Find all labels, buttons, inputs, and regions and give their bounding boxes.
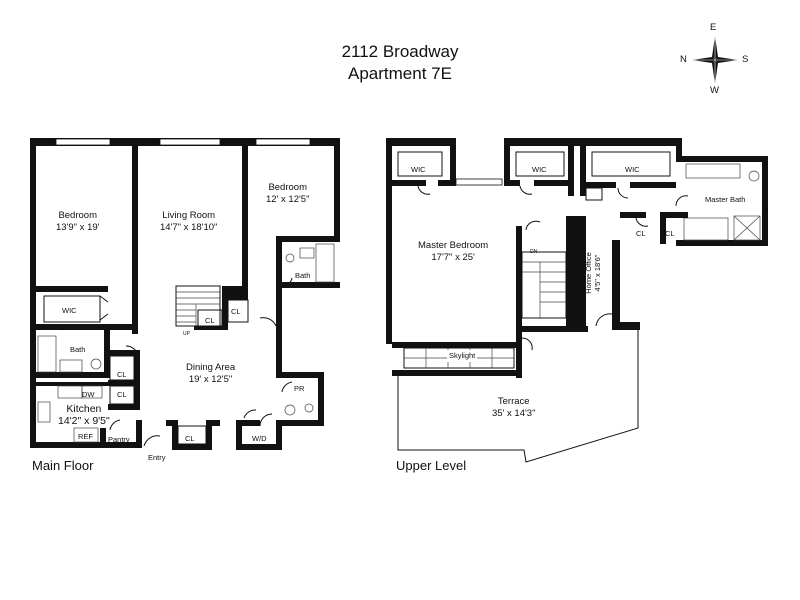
- closet-upper-1-label: CL: [636, 229, 646, 238]
- compass-east-label: E: [710, 22, 717, 33]
- wic-1-label: WIC: [411, 165, 426, 174]
- wic-2-label: WIC: [532, 165, 547, 174]
- closet-hall-label: CL: [117, 370, 127, 379]
- skylight-label: Skylight: [447, 350, 478, 362]
- wic-label: WIC: [62, 306, 77, 315]
- closet-kitchen-label: CL: [117, 390, 127, 399]
- kitchen-label: Kitchen 14'2" x 9'5": [58, 403, 110, 427]
- living-room-label: Living Room 14'7" x 18'10": [160, 210, 218, 233]
- compass-icon: [692, 36, 738, 84]
- compass-south-label: S: [742, 54, 749, 65]
- wic-3-label: WIC: [625, 165, 640, 174]
- stairs-down-label: DN: [530, 249, 538, 255]
- dishwasher-label: DW: [82, 390, 95, 399]
- upper-level-plan: [386, 138, 768, 463]
- master-bath-label: Master Bath: [705, 195, 746, 204]
- home-office-label: Home Office 4'5" x 18'6": [583, 252, 602, 294]
- closet-entry-label: CL: [185, 434, 195, 443]
- bath-left-label: Bath: [70, 345, 86, 354]
- closet-stair-label: CL: [205, 316, 215, 325]
- upper-level-caption: Upper Level: [396, 458, 467, 473]
- apartment-title: Apartment 7E: [348, 64, 452, 83]
- compass-west-label: W: [710, 85, 719, 96]
- washer-dryer-label: W/D: [252, 434, 267, 443]
- pantry-label: Pantry: [108, 435, 130, 444]
- main-floor-caption: Main Floor: [32, 458, 94, 473]
- address-title: 2112 Broadway: [341, 42, 459, 61]
- bedroom-left-label: Bedroom 13'9" x 19': [56, 210, 100, 233]
- closet-upper-2-label: CL: [665, 229, 675, 238]
- bath-right-label: Bath: [295, 271, 311, 280]
- compass-north-label: N: [680, 54, 687, 65]
- stairs-up-label: UP: [183, 331, 190, 337]
- master-bedroom-label: Master Bedroom 17'7" x 25': [418, 240, 489, 263]
- dining-area-label: Dining Area 19' x 12'5": [186, 362, 236, 385]
- closet-bedroom-label: CL: [231, 307, 241, 316]
- refrigerator-label: REF: [78, 432, 93, 441]
- main-floor-plan: [30, 138, 340, 450]
- entry-label: Entry: [148, 453, 166, 462]
- bedroom-right-label: Bedroom 12' x 12'5": [266, 182, 310, 205]
- terrace-label: Terrace 35' x 14'3": [492, 396, 536, 419]
- powder-room-label: PR: [294, 384, 305, 393]
